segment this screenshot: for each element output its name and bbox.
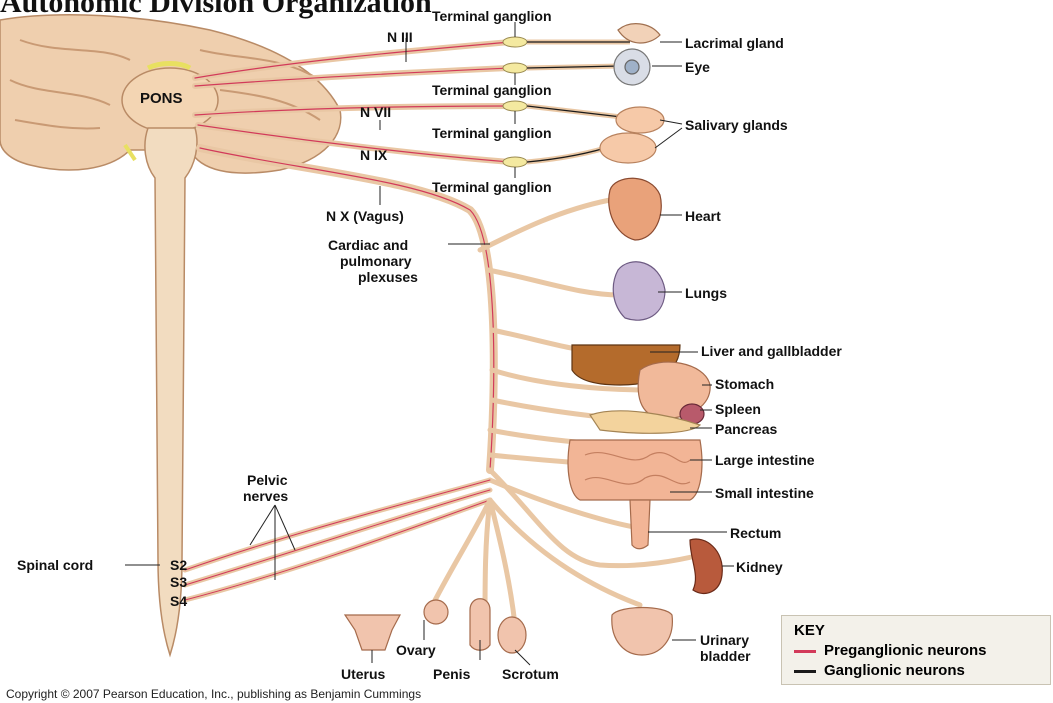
copyright-text: Copyright © 2007 Pearson Education, Inc.… — [6, 687, 421, 701]
rectum-label: Rectum — [730, 526, 781, 540]
n7-label: N VII — [360, 105, 391, 119]
key-row-preganglionic: Preganglionic neurons — [794, 642, 987, 659]
n10-label: N X (Vagus) — [326, 209, 404, 223]
bladder-label-line2: bladder — [700, 649, 751, 663]
diagram-title: Autonomic Division Organization — [0, 0, 432, 20]
key-ganglionic-label: Ganglionic neurons — [824, 662, 965, 679]
key-row-ganglionic: Ganglionic neurons — [794, 662, 965, 679]
kidney-label: Kidney — [736, 560, 783, 574]
n3-label: N III — [387, 30, 413, 44]
uterus-label: Uterus — [341, 667, 385, 681]
key-preganglionic-label: Preganglionic neurons — [824, 642, 987, 659]
ovary-label: Ovary — [396, 643, 436, 657]
heart-label: Heart — [685, 209, 721, 223]
scrotum-label: Scrotum — [502, 667, 559, 681]
terminal-ganglion-label-2: Terminal ganglion — [432, 83, 552, 97]
preganglionic-swatch — [794, 650, 816, 653]
terminal-ganglion-label-1: Terminal ganglion — [432, 9, 552, 23]
liver-label: Liver and gallbladder — [701, 344, 842, 358]
spleen-label: Spleen — [715, 402, 761, 416]
terminal-ganglion-label-3: Terminal ganglion — [432, 126, 552, 140]
lacrimal-label: Lacrimal gland — [685, 36, 784, 50]
plexus-label-line2: pulmonary — [340, 254, 412, 268]
pelvic-label-line2: nerves — [243, 489, 288, 503]
plexus-label-line3: plexuses — [358, 270, 418, 284]
s4-label: S4 — [170, 594, 187, 608]
lungs-label: Lungs — [685, 286, 727, 300]
small-intestine-label: Small intestine — [715, 486, 814, 500]
bladder-label-line1: Urinary — [700, 633, 749, 647]
pons-label: PONS — [140, 91, 183, 106]
salivary-label: Salivary glands — [685, 118, 788, 132]
key-legend: KEY Preganglionic neurons Ganglionic neu… — [781, 615, 1051, 685]
s2-label: S2 — [170, 558, 187, 572]
ganglionic-swatch — [794, 670, 816, 673]
pelvic-label-line1: Pelvic — [247, 473, 287, 487]
pancreas-label: Pancreas — [715, 422, 777, 436]
key-title: KEY — [794, 622, 825, 639]
stomach-label: Stomach — [715, 377, 774, 391]
n9-label: N IX — [360, 148, 387, 162]
large-intestine-label: Large intestine — [715, 453, 815, 467]
spinal-cord-label: Spinal cord — [17, 558, 93, 572]
s3-label: S3 — [170, 575, 187, 589]
terminal-ganglion-label-4: Terminal ganglion — [432, 180, 552, 194]
plexus-label-line1: Cardiac and — [328, 238, 408, 252]
eye-label: Eye — [685, 60, 710, 74]
penis-label: Penis — [433, 667, 470, 681]
